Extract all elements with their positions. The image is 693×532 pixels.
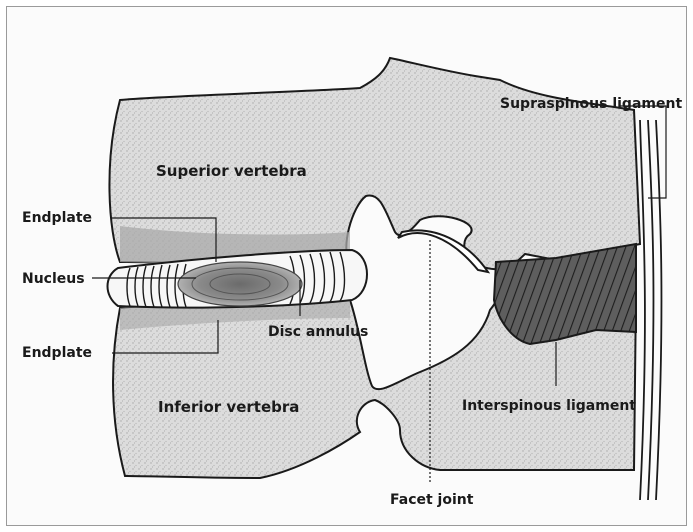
facet-joint-label: Facet joint	[390, 492, 474, 508]
disc-annulus-label: Disc annulus	[268, 324, 368, 340]
superior-vertebra-label: Superior vertebra	[156, 162, 307, 180]
nucleus-label: Nucleus	[22, 271, 85, 287]
endplate-top-label: Endplate	[22, 210, 92, 226]
interspinous-ligament-label: Interspinous ligament	[462, 398, 636, 414]
inferior-vertebra-label: Inferior vertebra	[158, 398, 299, 416]
supraspinous-ligament-shape	[640, 120, 661, 500]
nucleus-shape	[178, 262, 302, 306]
endplate-bottom-label: Endplate	[22, 345, 92, 361]
supraspinous-ligament-label: Supraspinous ligament	[500, 96, 682, 112]
